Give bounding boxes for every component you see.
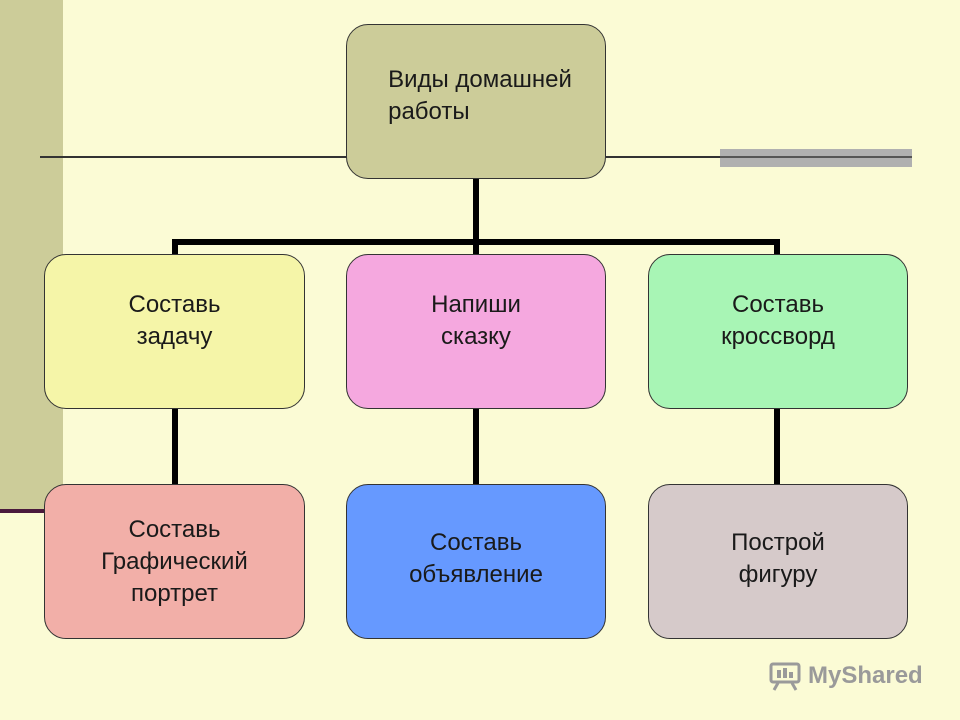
connector-n2-n5 xyxy=(473,408,479,485)
watermark-text: MyShared xyxy=(808,662,923,689)
diagram-node-write-tale: Напиши сказку xyxy=(346,254,606,409)
decorative-side-band xyxy=(0,0,63,512)
diagram-node-build-figure: Построй фигуру xyxy=(648,484,908,639)
node-label: Составь задачу xyxy=(128,290,221,350)
decorative-gray-bar xyxy=(720,149,912,167)
decorative-line-left xyxy=(40,156,350,158)
connector-root-stem xyxy=(473,178,479,244)
node-label: Напиши сказку xyxy=(431,290,521,350)
node-label: Составь кроссворд xyxy=(721,290,835,350)
diagram-node-compose-task: Составь задачу xyxy=(44,254,305,409)
diagram-node-compose-crossword: Составь кроссворд xyxy=(648,254,908,409)
diagram-node-compose-announcement: Составь объявление xyxy=(346,484,606,639)
connector-drop-3 xyxy=(774,239,780,255)
diagram-root-node: Виды домашней работы xyxy=(346,24,606,179)
connector-drop-2 xyxy=(473,239,479,255)
connector-drop-1 xyxy=(172,239,178,255)
node-label: Составь Графический портрет xyxy=(101,515,248,607)
presentation-board-icon xyxy=(769,662,801,691)
connector-n3-n6 xyxy=(774,408,780,485)
connector-n1-n4 xyxy=(172,408,178,485)
watermark: MyShared xyxy=(768,656,923,696)
root-label: Виды домашней работы xyxy=(388,65,572,125)
node-label: Составь объявление xyxy=(409,528,543,588)
node-label: Построй фигуру xyxy=(731,528,825,588)
decorative-band-line xyxy=(0,509,50,513)
diagram-node-graphic-portrait: Составь Графический портрет xyxy=(44,484,305,639)
